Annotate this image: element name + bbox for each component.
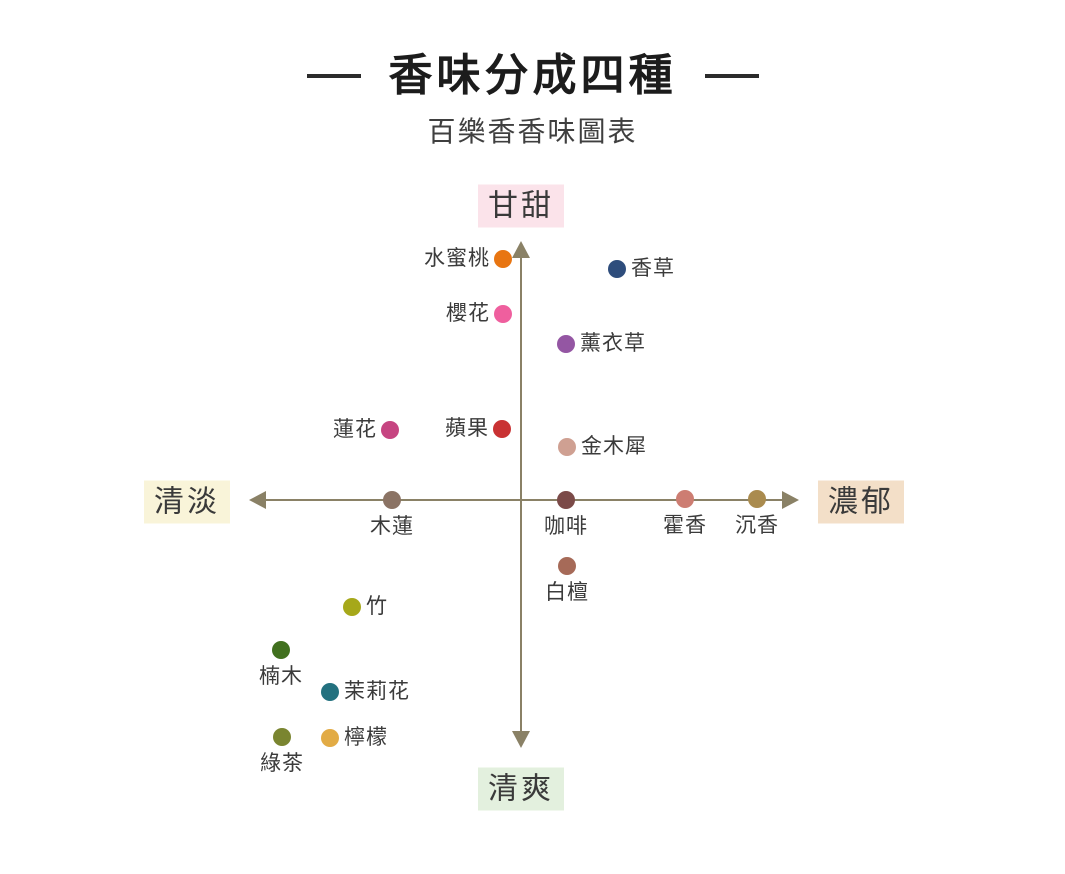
quadrant-label-fresh: 清爽	[478, 767, 564, 811]
scatter-point-label: 楠木	[259, 665, 303, 688]
scatter-dot-icon	[494, 305, 512, 323]
scatter-point-label: 蓮花	[333, 418, 377, 441]
scatter-dot-icon	[343, 598, 361, 616]
axis-arrow-left-icon	[249, 491, 266, 509]
scatter-point-label: 水蜜桃	[424, 247, 490, 270]
scatter-point-label: 咖啡	[544, 515, 588, 538]
page-subtitle: 百樂香香味圖表	[427, 116, 638, 147]
scatter-point-label: 茉莉花	[344, 680, 410, 703]
page-title-row: 香味分成四種	[0, 51, 1065, 100]
page-title: 香味分成四種	[388, 51, 677, 100]
axis-arrow-up-icon	[512, 241, 530, 258]
horizontal-axis-line	[262, 499, 786, 501]
scatter-point-label: 白檀	[545, 581, 589, 604]
scatter-point-label: 金木犀	[581, 435, 647, 458]
scatter-dot-icon	[608, 260, 626, 278]
vertical-axis-line	[520, 254, 522, 734]
quadrant-label-rich: 濃郁	[818, 480, 904, 524]
title-dash-left	[306, 74, 361, 79]
quadrant-label-sweet: 甘甜	[478, 184, 564, 228]
scatter-dot-icon	[676, 490, 694, 508]
scatter-dot-icon	[321, 683, 339, 701]
scatter-dot-icon	[493, 420, 511, 438]
scatter-dot-icon	[558, 438, 576, 456]
scatter-point-label: 沉香	[735, 514, 779, 537]
axis-arrow-right-icon	[782, 491, 799, 509]
scatter-dot-icon	[494, 250, 512, 268]
scatter-dot-icon	[558, 557, 576, 575]
scatter-point-label: 薰衣草	[580, 332, 646, 355]
scatter-point-label: 櫻花	[446, 302, 490, 325]
scatter-dot-icon	[557, 335, 575, 353]
scatter-dot-icon	[381, 421, 399, 439]
scatter-point-label: 木蓮	[370, 515, 414, 538]
scatter-dot-icon	[273, 728, 291, 746]
scatter-point-label: 檸檬	[344, 726, 388, 749]
scatter-dot-icon	[557, 491, 575, 509]
title-dash-right	[704, 74, 759, 79]
quadrant-label-light: 清淡	[144, 480, 230, 524]
scatter-dot-icon	[383, 491, 401, 509]
scatter-point-label: 霍香	[663, 514, 707, 537]
scatter-point-label: 綠茶	[260, 752, 304, 775]
scatter-point-label: 竹	[366, 595, 388, 618]
scatter-point-label: 香草	[631, 257, 675, 280]
scatter-dot-icon	[748, 490, 766, 508]
scatter-point-label: 蘋果	[445, 417, 489, 440]
scatter-dot-icon	[321, 729, 339, 747]
scatter-dot-icon	[272, 641, 290, 659]
axis-arrow-down-icon	[512, 731, 530, 748]
